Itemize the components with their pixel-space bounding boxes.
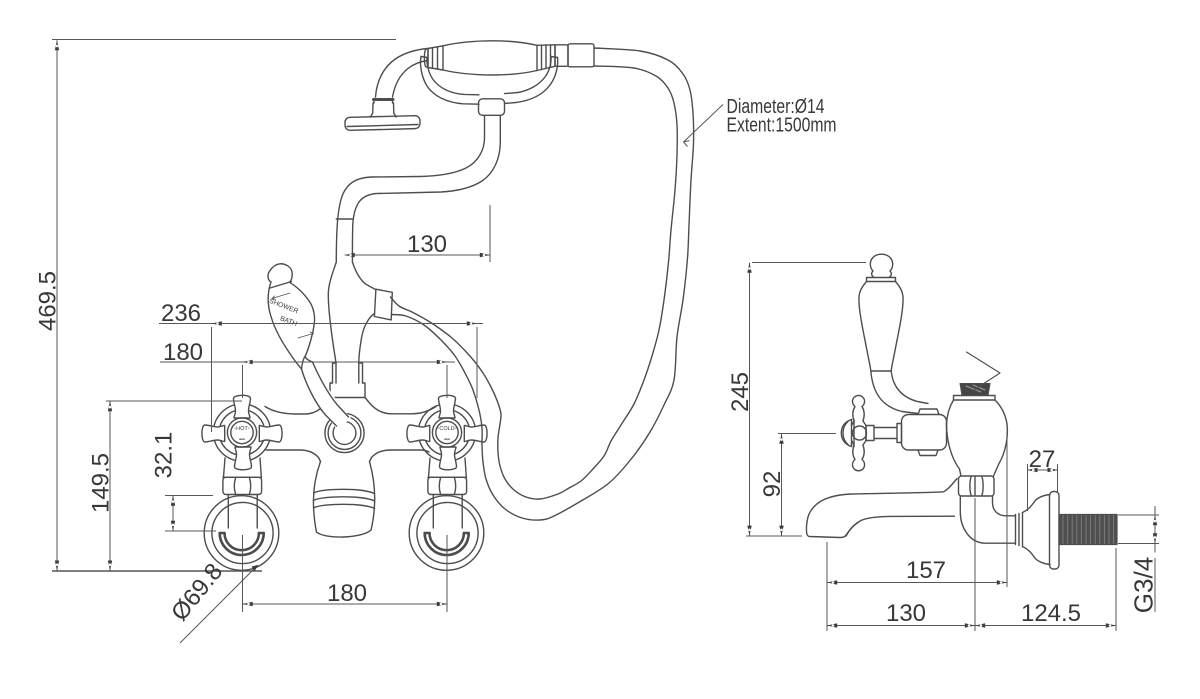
- svg-text:SHOWER: SHOWER: [268, 298, 299, 316]
- svg-text:124.5: 124.5: [1021, 600, 1081, 627]
- svg-text:130: 130: [407, 231, 447, 258]
- svg-text:◦COLD◦: ◦COLD◦: [437, 426, 456, 432]
- svg-text:92: 92: [759, 471, 786, 498]
- svg-text:469.5: 469.5: [35, 271, 62, 331]
- svg-text:◦HOT◦: ◦HOT◦: [234, 426, 250, 432]
- svg-text:G3/4: G3/4: [1129, 557, 1159, 613]
- svg-text:149.5: 149.5: [88, 453, 115, 513]
- svg-text:32.1: 32.1: [151, 432, 178, 479]
- svg-text:•••: •••: [444, 437, 450, 443]
- svg-text:Ø69.8: Ø69.8: [166, 558, 228, 626]
- svg-text:236: 236: [161, 300, 201, 327]
- svg-text:•••: •••: [239, 437, 245, 443]
- svg-text:180: 180: [327, 580, 367, 607]
- svg-text:130: 130: [886, 600, 926, 627]
- svg-text:BATH: BATH: [279, 315, 298, 328]
- svg-text:27: 27: [1029, 446, 1056, 473]
- svg-text:Diameter:Ø14: Diameter:Ø14: [727, 96, 825, 118]
- svg-text:245: 245: [727, 372, 754, 412]
- svg-text:180: 180: [163, 339, 203, 366]
- svg-text:157: 157: [906, 557, 946, 584]
- svg-text:Extent:1500mm: Extent:1500mm: [727, 115, 837, 137]
